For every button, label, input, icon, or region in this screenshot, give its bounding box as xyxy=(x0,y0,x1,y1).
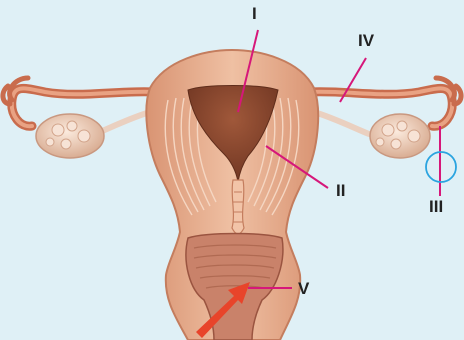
label-V: V xyxy=(298,280,309,297)
ovary-left xyxy=(36,114,104,158)
ovary-right xyxy=(370,114,430,158)
label-I: I xyxy=(252,5,257,22)
label-IV: IV xyxy=(358,32,374,49)
label-II: II xyxy=(336,182,345,199)
ovarian-ligament-right xyxy=(314,112,369,134)
label-III: III xyxy=(429,198,443,215)
cervical-canal xyxy=(232,180,244,234)
